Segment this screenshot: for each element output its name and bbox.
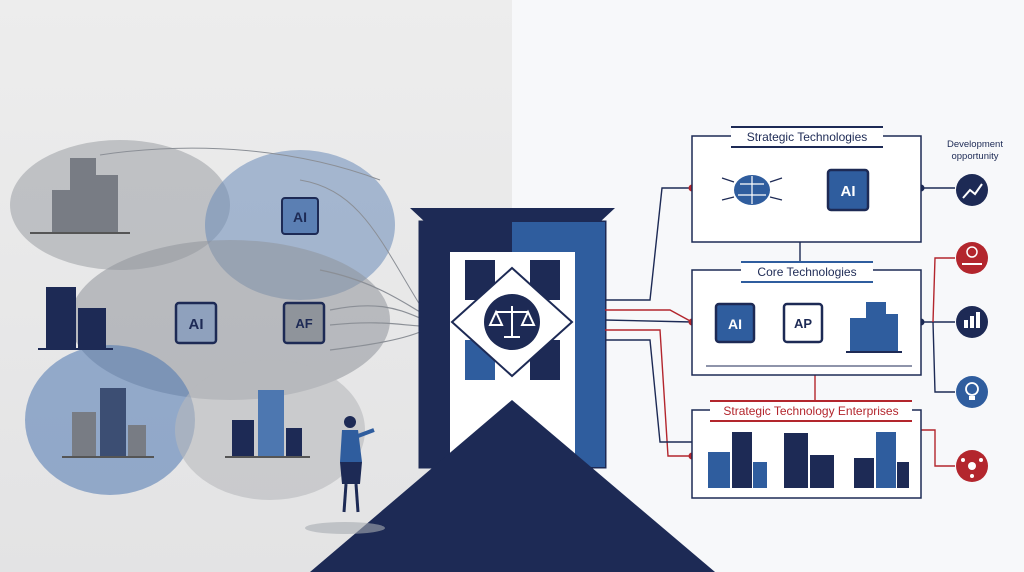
building-cluster-top-left	[30, 158, 130, 234]
building-enterprise-2	[784, 433, 834, 488]
building-cluster-mid-left	[38, 287, 113, 350]
building-cluster-bottom-left	[62, 388, 154, 458]
chip-core-2: AP	[782, 302, 824, 344]
lightbulb-icon	[956, 376, 988, 408]
chart-growth-icon	[956, 174, 988, 206]
dollar-hand-icon	[956, 242, 988, 274]
box-strategic	[691, 135, 922, 243]
chip-left-top: AI	[281, 197, 319, 235]
justice-scale-icon	[488, 306, 536, 338]
building-enterprise-1	[708, 432, 767, 488]
svg-text:AI: AI	[728, 316, 742, 332]
svg-text:AP: AP	[794, 316, 812, 331]
svg-text:AI: AI	[293, 209, 307, 225]
svg-text:AI: AI	[189, 316, 204, 333]
chip-strategic: AI	[826, 168, 870, 212]
label-core-technologies: Core Technologies	[741, 261, 873, 283]
chip-core-1: AI	[714, 302, 756, 344]
person-figure	[305, 416, 385, 534]
label-strategic-technology-enterprises: Strategic Technology Enterprises	[710, 400, 912, 422]
brain-icon	[721, 175, 783, 205]
svg-text:AF: AF	[295, 316, 312, 331]
building-cluster-bottom-mid	[225, 390, 310, 458]
chip-left-mid: AI	[174, 301, 218, 345]
chip-left-right: AF	[282, 301, 326, 345]
building-core	[846, 302, 902, 353]
dollar-chart-icon	[956, 306, 988, 338]
network-icon	[956, 450, 988, 482]
label-development-opportunity: Development opportunity	[947, 139, 1003, 162]
svg-text:AI: AI	[841, 183, 856, 200]
label-strategic-technologies: Strategic Technologies	[731, 126, 883, 148]
building-enterprise-3	[854, 432, 909, 488]
path-floor	[310, 400, 715, 572]
